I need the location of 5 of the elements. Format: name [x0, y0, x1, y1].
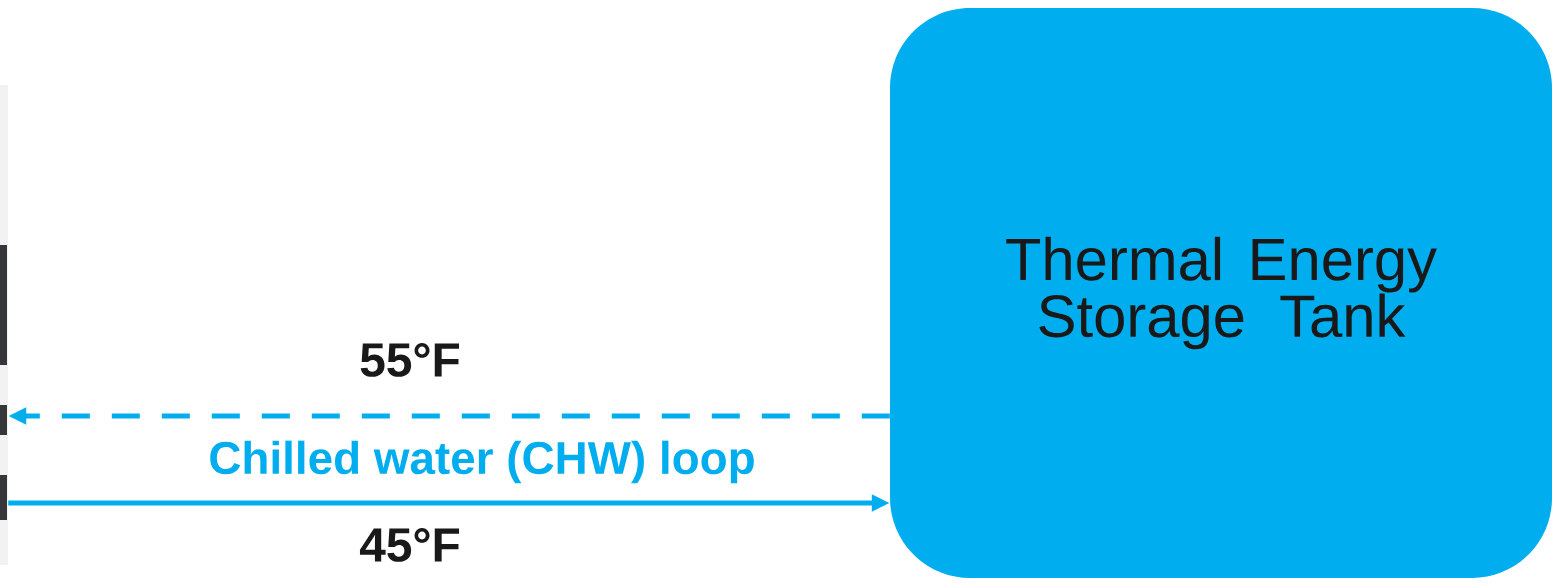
photo-strip	[0, 85, 8, 565]
temperature-label: 45°F	[359, 528, 459, 562]
loop-label: Chilled water (CHW) loop	[210, 440, 754, 484]
temperature-label: 55°F	[360, 343, 459, 377]
storage-tank-box: Thermal Energy Storage Tank	[890, 8, 1552, 578]
